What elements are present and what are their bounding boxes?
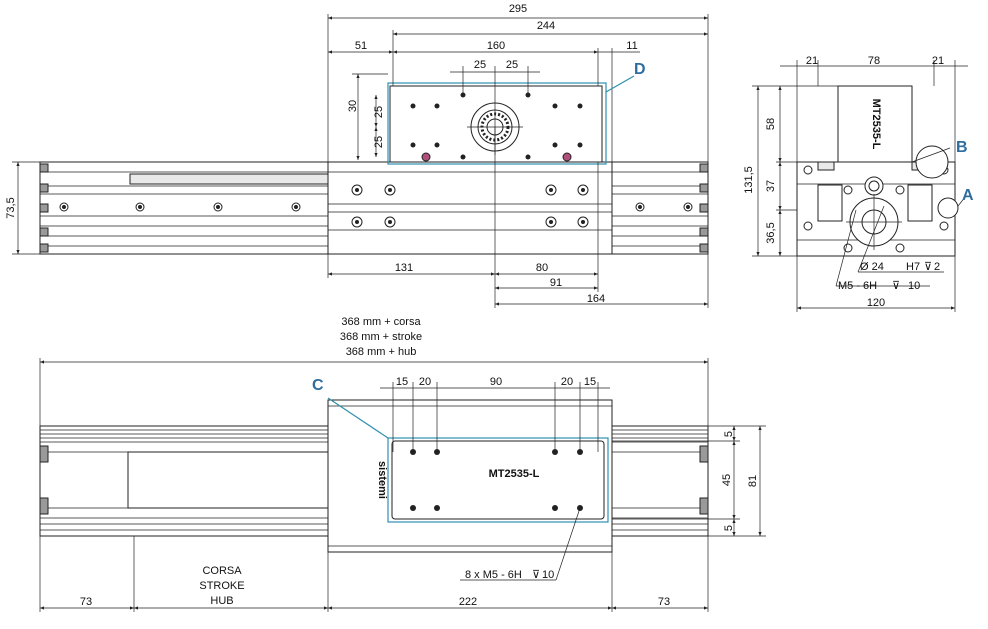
dim-160: 160 — [487, 40, 505, 52]
carriage — [327, 161, 613, 255]
motor-label: MT2535-L — [870, 99, 882, 150]
dim-120: 120 — [867, 297, 885, 309]
hole-note-depth: 10 — [542, 569, 554, 581]
front-dimensions — [40, 382, 766, 612]
dim-36-5: 36,5 — [765, 222, 777, 243]
dim-37: 37 — [765, 180, 777, 192]
dim-164: 164 — [587, 293, 605, 305]
dim-131-5: 131,5 — [743, 166, 755, 194]
belt — [129, 173, 329, 185]
detail-c-frame — [387, 437, 609, 523]
dim-5-top: 5 — [723, 431, 735, 437]
dim-20-right: 20 — [561, 376, 573, 388]
front-plate — [391, 440, 605, 520]
carriage-screws — [351, 184, 589, 228]
dim-91: 91 — [550, 277, 562, 289]
dim-78: 78 — [868, 55, 880, 67]
side-view: MT2535-L 21 78 21 58 — [743, 55, 974, 312]
callout-d: D — [634, 61, 646, 78]
motor-body — [837, 85, 913, 163]
detail-d-frame — [387, 82, 607, 165]
dim-81: 81 — [747, 475, 759, 487]
length-note-corsa: 368 mm + corsa — [341, 316, 421, 328]
note-thread: M5 - 6H — [838, 280, 877, 292]
note-bore: Ø 24 — [860, 261, 884, 273]
length-note-hub: 368 mm + hub — [346, 346, 417, 358]
dim-25-left: 25 — [474, 59, 486, 71]
rail-screws — [59, 202, 693, 212]
stroke-label-stroke: STROKE — [199, 580, 244, 592]
dim-5-bottom: 5 — [723, 525, 735, 531]
depth-symbol-3: ⊽ — [532, 569, 540, 581]
dim-21-left: 21 — [806, 55, 818, 67]
note-h7-depth: 2 — [934, 261, 940, 273]
dim-58: 58 — [765, 118, 777, 130]
depth-symbol-2: ⊽ — [892, 280, 900, 292]
stroke-label-hub: HUB — [210, 595, 233, 607]
dim-73-right: 73 — [658, 596, 670, 608]
callout-a: A — [962, 187, 974, 204]
detail-a-circle — [937, 197, 959, 219]
length-note-stroke: 368 mm + stroke — [340, 331, 422, 343]
dim-73-5: 73,5 — [5, 197, 17, 218]
dim-45: 45 — [721, 474, 733, 486]
dim-244: 244 — [537, 20, 555, 32]
carriage-label: MT2535-L — [489, 468, 540, 480]
dim-15-left: 15 — [396, 376, 408, 388]
stroke-label-corsa: CORSA — [202, 565, 242, 577]
dim-222: 222 — [459, 596, 477, 608]
dim-131: 131 — [395, 262, 413, 274]
note-thread-depth: 10 — [908, 280, 920, 292]
dim-21-right: 21 — [932, 55, 944, 67]
dim-25-lower: 25 — [373, 136, 385, 148]
front-plate-holes — [410, 449, 583, 511]
dim-90: 90 — [490, 376, 502, 388]
depth-symbol-1: ⊽ — [924, 261, 932, 273]
note-h7: H7 — [906, 261, 920, 273]
dim-295: 295 — [509, 3, 527, 15]
dim-73-left: 73 — [80, 596, 92, 608]
side-dimensions — [752, 60, 968, 312]
top-view: 295 244 51 160 11 25 25 30 25 25 73,5 13… — [5, 3, 709, 308]
dim-25-upper: 25 — [373, 106, 385, 118]
side-brand: sistemi — [376, 461, 388, 499]
top-dimensions — [12, 14, 709, 308]
dim-51: 51 — [355, 40, 367, 52]
callout-c: C — [312, 377, 324, 394]
plate-holes — [410, 92, 583, 162]
callout-d-leader — [605, 75, 635, 93]
detail-b-circle — [915, 145, 949, 179]
callout-b: B — [956, 139, 968, 156]
dim-25-right: 25 — [506, 59, 518, 71]
dim-11: 11 — [626, 40, 637, 52]
dim-15-right: 15 — [584, 376, 596, 388]
dim-20-left: 20 — [419, 376, 431, 388]
dim-80: 80 — [536, 262, 548, 274]
dim-30: 30 — [347, 100, 359, 112]
front-view: 368 mm + corsa 368 mm + stroke 368 mm + … — [39, 316, 766, 612]
hole-note: 8 x M5 - 6H — [465, 569, 522, 581]
